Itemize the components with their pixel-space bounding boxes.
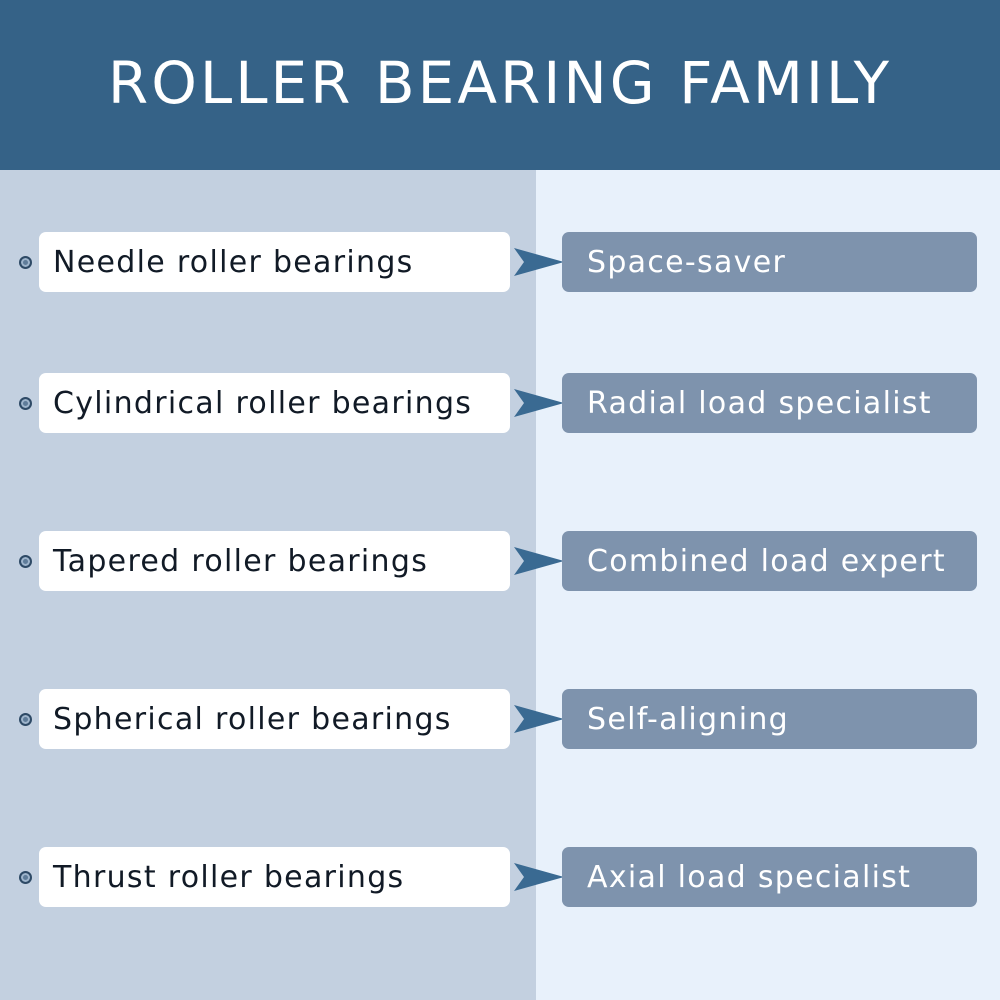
bullet-icon	[19, 713, 32, 726]
bearing-type-box: Spherical roller bearings	[39, 689, 510, 749]
arrow-right-icon	[514, 389, 564, 417]
arrow-right-icon	[514, 547, 564, 575]
bearing-type-box: Cylindrical roller bearings	[39, 373, 510, 433]
bearing-trait-box: Radial load specialist	[562, 373, 977, 433]
bearing-trait-box: Self-aligning	[562, 689, 977, 749]
bearing-row-cylindrical: Cylindrical roller bearings Radial load …	[0, 373, 1000, 435]
bearing-type-box: Needle roller bearings	[39, 232, 510, 292]
bearing-trait-box: Combined load expert	[562, 531, 977, 591]
bearing-row-needle: Needle roller bearings Space-saver	[0, 232, 1000, 294]
bullet-icon	[19, 397, 32, 410]
arrow-right-icon	[514, 248, 564, 276]
bearing-trait-box: Axial load specialist	[562, 847, 977, 907]
bearing-trait-box: Space-saver	[562, 232, 977, 292]
bearing-row-tapered: Tapered roller bearings Combined load ex…	[0, 531, 1000, 593]
page-title: ROLLER BEARING FAMILY	[107, 49, 893, 117]
bullet-icon	[19, 871, 32, 884]
header-banner: ROLLER BEARING FAMILY	[0, 0, 1000, 170]
bearing-row-thrust: Thrust roller bearings Axial load specia…	[0, 847, 1000, 909]
bullet-icon	[19, 256, 32, 269]
bearing-row-spherical: Spherical roller bearings Self-aligning	[0, 689, 1000, 751]
arrow-right-icon	[514, 705, 564, 733]
bearing-type-box: Thrust roller bearings	[39, 847, 510, 907]
arrow-right-icon	[514, 863, 564, 891]
bullet-icon	[19, 555, 32, 568]
bearing-type-box: Tapered roller bearings	[39, 531, 510, 591]
